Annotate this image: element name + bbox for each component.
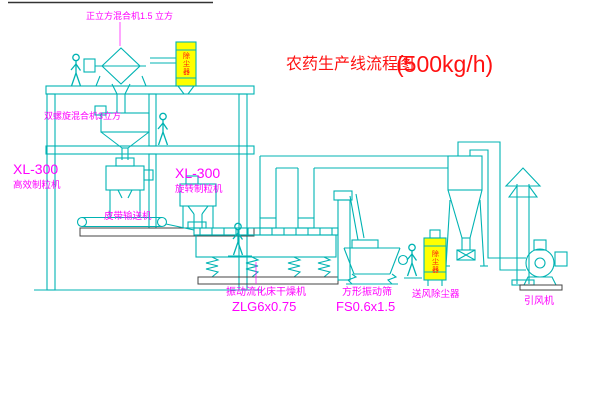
cyclone-separator [442,155,488,267]
fan-motor [554,251,568,267]
conveyor-pulley-right [156,216,168,228]
dryer-foundation [197,276,339,285]
elevator-leg [337,199,351,281]
floor-slab-top [45,85,255,95]
dust-collector-top-text: 除尘器 [183,51,191,76]
cyclone-outlet-duct [457,141,526,271]
mezzanine-slab [79,227,255,237]
dust-collector-top-body [175,41,197,87]
dust-collector-top: 除尘器 [150,41,197,95]
dryer-body [195,234,337,258]
granulator-left-hopper [115,157,135,167]
granulator-right-body [179,183,217,207]
sieve-vibration-motor [397,254,409,266]
label-cubic-mixer: 正立方混合机1.5 立方 [86,10,173,21]
dryer-outlet-stub-1 [259,217,277,229]
fluid-bed-dryer [187,217,339,285]
dryer-spring-3 [287,256,302,278]
granulator-left-body [105,165,145,191]
dryer-exhaust-duct [259,155,448,218]
vibrating-sieve [343,239,409,285]
exhaust-stack [504,167,542,286]
stack-cap [504,167,542,187]
label-granulator-left-name: 高效制粒机 [13,179,61,191]
spiral-mixer-body [100,112,150,133]
conveyor-pulley-left [76,216,88,228]
induced-draft-fan [519,239,568,291]
worker-figure-1 [70,53,82,87]
dust-collector-right-text: 除尘器 [432,249,440,274]
label-sieve-name: 方形振动筛 [342,285,392,298]
column-left [46,93,56,291]
cyclone-rotary-valve [456,249,476,261]
label-granulator-right-name: 旋转制粒机 [175,183,223,195]
fan-foundation [519,284,563,291]
drawing-title: 农药生产线流程图 (500kg/h) [286,51,493,77]
dust-collector-right: 除尘器 [423,229,447,286]
label-spiral-mixer: 双螺旋混合机3立方 [44,110,121,121]
worker-figure-4 [406,243,418,277]
dryer-spring-2 [245,256,260,278]
label-granulator-right-model: XL-300 [175,165,220,181]
column-mid-upper [148,93,157,147]
label-induced-fan: 引风机 [524,294,554,307]
stack-collar [507,185,539,198]
label-dryer-name: 振动流化床干燥机 [226,285,306,298]
spiral-mixer [94,105,150,160]
worker-figure-2 [157,112,169,146]
granulator-left [105,157,154,217]
floor-slab-mid [45,145,255,155]
label-sieve-model: FS0.6x1.5 [336,299,395,314]
mixer-cube-body [101,47,141,85]
fan-hub [534,257,546,269]
bucket-elevator [333,190,365,281]
granulator-right [179,175,217,228]
elevator-head [333,190,353,201]
dryer-outlet-stub-2 [297,217,315,229]
column-right [238,93,248,291]
sieve-feed-box [351,239,379,249]
mixer-motor [83,58,96,73]
label-dryer-model: ZLG6x0.75 [232,299,296,314]
cubic-mixer [83,47,147,113]
dryer-spring-4 [317,256,332,278]
labels: 正立方混合机1.5 立方 双螺旋混合机3立方 XL-300 高效制粒机 XL-3… [13,10,554,314]
title-main: 农药生产线流程图 [286,55,414,73]
fan-casing [525,248,555,278]
title-capacity: (500kg/h) [396,51,493,77]
leader-lines [119,22,257,284]
label-air-dust-collector: 送风除尘器 [412,288,460,300]
dryer-lid [193,227,339,236]
label-granulator-left-model: XL-300 [13,161,58,177]
building-structure [34,85,262,291]
stack-base [511,279,535,286]
belt-conveyor [76,216,195,231]
granulator-left-motor [143,169,154,181]
cyclone-body [447,155,483,191]
people [70,53,422,279]
dust-collector-right-inlet [429,229,441,239]
dryer-inlet [187,221,207,229]
dryer-spring-1 [205,256,220,278]
label-belt-conveyor: 皮带输送机 [104,210,152,222]
fan-outlet [533,239,547,251]
